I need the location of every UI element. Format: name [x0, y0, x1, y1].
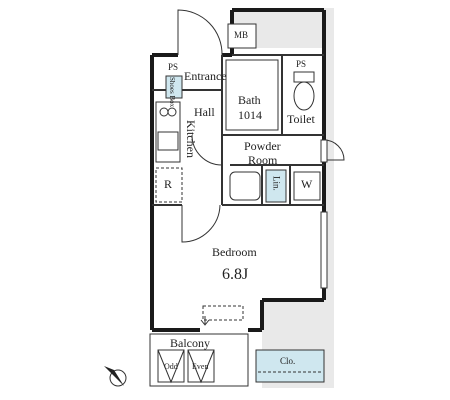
hall-door: [191, 134, 223, 166]
mb-label: MB: [234, 30, 249, 40]
bedroom-door: [181, 204, 221, 243]
toilet-label: Toilet: [287, 112, 315, 126]
powder-room-label-1: Powder: [244, 139, 281, 153]
balcony-label: Balcony: [170, 336, 210, 350]
step-indicator: [200, 305, 244, 326]
entrance-door: [177, 9, 223, 56]
bedroom-label: Bedroom: [212, 245, 257, 259]
shoe-box: [165, 75, 183, 99]
kitchen-label: Kitchen: [183, 120, 198, 158]
balcony-area: [149, 333, 249, 387]
odd-label: Odd: [164, 362, 178, 371]
bath-label: Bath: [238, 93, 261, 107]
even-label: Even: [192, 362, 209, 371]
refrigerator-label: R: [164, 177, 173, 191]
entrance-label: Entrance: [184, 69, 227, 83]
closet-label: Clo.: [280, 356, 296, 366]
washer-space: [293, 171, 321, 201]
interior-walls: [152, 54, 324, 206]
closet-area: [255, 349, 325, 383]
wash-basin: [229, 171, 261, 201]
shoe-box-label: Shoes Box: [168, 77, 177, 108]
washer-label: W: [301, 177, 313, 191]
mb-box: [227, 23, 257, 49]
linen-cabinet: [265, 169, 287, 203]
hall-label: Hall: [194, 105, 215, 119]
linen-label: Lin.: [271, 176, 282, 191]
outside-area-right: [324, 8, 334, 388]
bath-size-label: 1014: [238, 108, 262, 122]
refrigerator-space: [155, 167, 183, 203]
right-windows: [320, 139, 328, 289]
powder-room-label-2: Room: [248, 153, 278, 167]
ps-top-label: PS: [296, 59, 307, 69]
bathtub: [225, 59, 279, 131]
bedroom-size-label: 6.8J: [222, 266, 249, 283]
ps-left-label: PS: [168, 62, 179, 72]
north-arrow-icon: [104, 366, 127, 387]
kitchen-counter: [155, 101, 181, 163]
toilet-fixture: [293, 71, 315, 111]
